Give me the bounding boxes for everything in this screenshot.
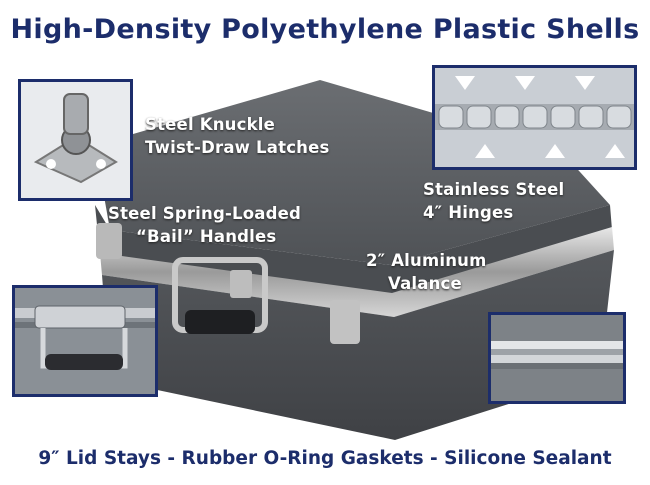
hinges-callout-line1: Stainless Steel <box>423 180 565 199</box>
hinges-callout-line2: 4″ Hinges <box>423 203 514 222</box>
latch-closeup <box>18 79 133 201</box>
valance-callout: 2″ Aluminum Valance <box>366 249 487 295</box>
latch-icon <box>21 82 130 198</box>
feature-footer: 9″ Lid Stays - Rubber O-Ring Gaskets - S… <box>38 448 612 469</box>
latches-callout-line1: Steel Knuckle <box>145 115 276 134</box>
handles-callout: Steel Spring-Loaded “Bail” Handles <box>108 202 301 248</box>
latches-callout-line2: Twist-Draw Latches <box>145 138 330 157</box>
page-title: High-Density Polyethylene Plastic Shells <box>10 14 640 45</box>
valance-closeup <box>488 312 626 404</box>
hinge-icon <box>435 68 634 167</box>
hinge-closeup <box>432 65 637 170</box>
valance-callout-line2: Valance <box>388 274 462 293</box>
case-illustration <box>95 80 614 440</box>
valance-callout-line1: 2″ Aluminum <box>366 251 487 270</box>
product-illustration: Steel Knuckle Twist-Draw Latches Stainle… <box>0 55 650 440</box>
handle-icon <box>15 288 155 394</box>
valance-icon <box>491 315 623 401</box>
latches-callout: Steel Knuckle Twist-Draw Latches <box>145 113 330 159</box>
handles-callout-line2: “Bail” Handles <box>136 227 277 246</box>
hinges-callout: Stainless Steel 4″ Hinges <box>423 178 564 224</box>
handles-callout-line1: Steel Spring-Loaded <box>108 204 302 223</box>
handle-closeup <box>12 285 158 397</box>
